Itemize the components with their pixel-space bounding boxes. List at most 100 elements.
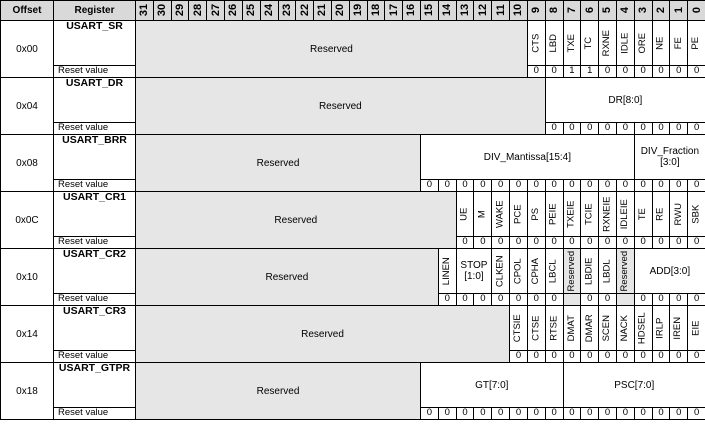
reset-bit-value-text: 0 <box>658 122 664 134</box>
bit-number-29-text: 29 <box>173 4 186 17</box>
reset-bit-value-text: 0 <box>569 236 575 248</box>
register-name-text: USART_SR <box>66 20 123 32</box>
bit-number-15: 15 <box>420 0 439 21</box>
bit-number-11: 11 <box>491 0 511 21</box>
reset-bit-value-text: 0 <box>622 179 628 191</box>
bit-number-31-text: 31 <box>138 4 151 17</box>
bit-field-text: RTSE <box>547 315 559 341</box>
bit-number-29: 29 <box>170 0 190 21</box>
reset-bit-value: 0 <box>491 407 511 420</box>
reserved-field-text: Reserved <box>256 157 300 169</box>
bit-number-8-text: 8 <box>548 7 561 14</box>
reset-bit-value-text: 0 <box>693 122 700 134</box>
bit-number-16-text: 16 <box>405 4 418 17</box>
reset-bit-value-text: 0 <box>569 179 575 191</box>
reset-value-label-text: Reset value <box>58 293 109 305</box>
bit-number-3: 3 <box>633 0 653 21</box>
bit-field: PS <box>526 191 546 237</box>
bit-field: SCEN <box>598 305 617 351</box>
bit-number-9-text: 9 <box>530 7 543 14</box>
register-name: USART_DR <box>53 77 136 123</box>
reset-bit-value-text: 0 <box>426 407 433 419</box>
reset-bit-value: 0 <box>615 407 635 420</box>
bit-field-text: CTSE <box>530 315 542 341</box>
bit-number-28: 28 <box>188 0 208 21</box>
bit-field-text: UE <box>458 207 470 221</box>
bit-number-31: 31 <box>135 0 154 21</box>
bit-field-text: PS <box>530 207 542 221</box>
bit-field: PCE <box>509 191 528 237</box>
register-offset-text: 0x18 <box>16 385 38 397</box>
bit-field-text: HDSEL <box>636 312 648 344</box>
reset-bit-value-text: 0 <box>515 236 522 248</box>
reset-bit-value: 0 <box>580 407 600 420</box>
reset-bit-value-text: 0 <box>551 407 557 419</box>
reserved-bit-field: Reserved <box>562 248 582 294</box>
bit-number-22-text: 22 <box>298 4 311 17</box>
reserved-field-text: Reserved <box>256 385 300 397</box>
bit-field-text: LBCL <box>547 259 559 283</box>
bit-field-text: PSC[7:0] <box>614 379 655 391</box>
reset-bit-value-text: 0 <box>640 236 646 248</box>
reset-bit-value-text: 0 <box>693 407 700 419</box>
reset-bit-value-text: 0 <box>515 350 522 362</box>
reset-bit-value-text: 0 <box>676 236 682 248</box>
reset-bit-value-text: 0 <box>551 236 557 248</box>
reset-bit-value-text: 0 <box>676 407 682 419</box>
bit-number-19: 19 <box>348 0 368 21</box>
bit-number-26-text: 26 <box>227 4 240 17</box>
bit-field: RWU <box>669 191 689 237</box>
reset-bit-value-text: 0 <box>551 65 557 77</box>
reset-bit-value-text: 0 <box>551 179 557 191</box>
reset-bit-value-text: 0 <box>658 293 664 305</box>
bit-field-text: DMAT <box>565 314 577 342</box>
register-name: USART_CR2 <box>53 248 136 294</box>
bit-field: DIV_Fraction [3:0] <box>633 134 705 180</box>
bit-field: LBDIE <box>580 248 600 294</box>
bit-field: M <box>473 191 493 237</box>
bit-field: RXNEIE <box>598 191 617 237</box>
reset-value-label-text: Reset value <box>58 407 109 419</box>
reset-bit-value-text: 0 <box>480 179 486 191</box>
bit-number-14-text: 14 <box>441 4 454 17</box>
bit-field: CTS <box>526 20 546 66</box>
bit-field-text: DMAR <box>583 314 595 342</box>
register-offset: 0x0C <box>0 191 54 249</box>
bit-field: SBK <box>687 191 705 237</box>
reserved-field-text: Reserved <box>301 328 344 340</box>
bit-field-text: LBDL <box>601 259 613 283</box>
bit-number-15-text: 15 <box>423 4 436 17</box>
reset-bit-value: 0 <box>633 407 653 420</box>
reset-bit-value-text: 0 <box>480 407 486 419</box>
reserved-bit-field: Reserved <box>615 248 635 294</box>
bit-field-text: LINEN <box>441 257 453 285</box>
offset-header: Offset <box>0 0 54 21</box>
bit-number-12: 12 <box>473 0 493 21</box>
bit-field: CTSIE <box>509 305 528 351</box>
bit-field: PEIE <box>544 191 564 237</box>
bit-number-23: 23 <box>277 0 297 21</box>
reset-bit-value: 0 <box>598 407 617 420</box>
bit-field: LBCL <box>544 248 564 294</box>
bit-field: LBDL <box>598 248 617 294</box>
bit-number-5-text: 5 <box>601 7 614 14</box>
reset-bit-value-text: 0 <box>462 236 468 248</box>
reset-bit-value-text: 0 <box>515 407 522 419</box>
bit-field: RTSE <box>544 305 564 351</box>
reset-bit-value-text: 0 <box>569 350 575 362</box>
reset-bit-value-text: 0 <box>604 236 611 248</box>
reset-bit-value-text: 0 <box>604 179 611 191</box>
bit-field: IDLE <box>615 20 635 66</box>
bit-field: IREN <box>669 305 689 351</box>
bit-number-23-text: 23 <box>280 4 293 17</box>
bit-number-3-text: 3 <box>637 7 650 14</box>
reserved-field: Reserved <box>135 305 511 363</box>
reset-bit-value: 0 <box>562 407 582 420</box>
bit-field: DIV_Mantissa[15:4] <box>420 134 635 180</box>
reset-value-label: Reset value <box>53 407 136 420</box>
bit-field: WAKE <box>491 191 511 237</box>
bit-field: ADD[3:0] <box>633 248 705 294</box>
bit-number-17-text: 17 <box>387 4 400 17</box>
bit-field: PE <box>687 20 705 66</box>
reset-bit-value: 0 <box>687 407 705 420</box>
